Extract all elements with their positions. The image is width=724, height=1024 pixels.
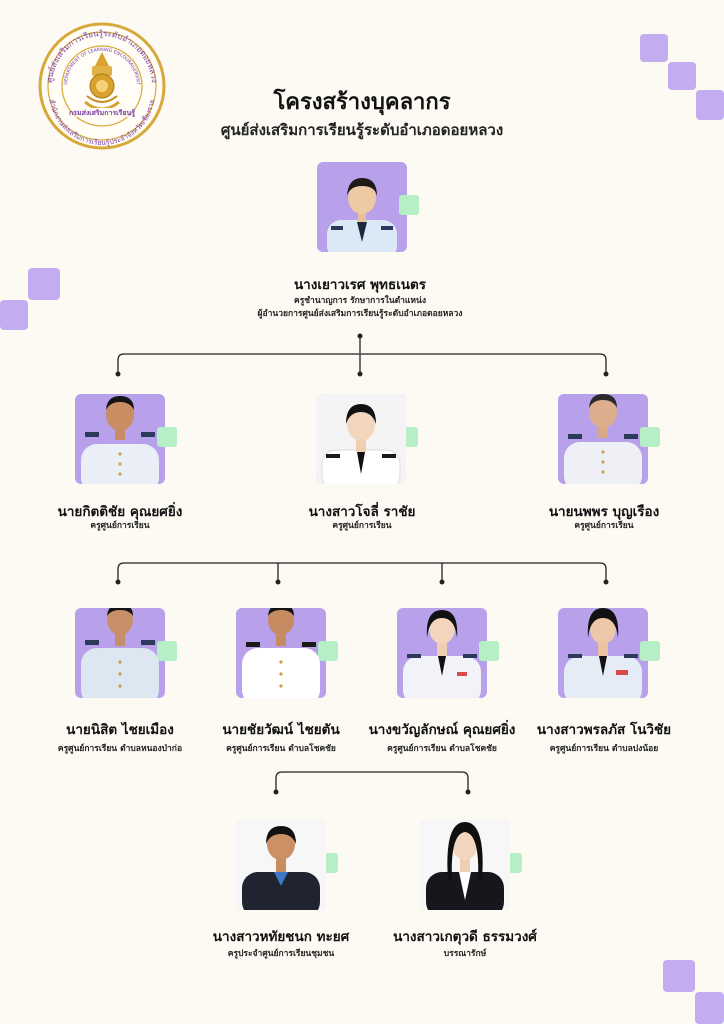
staff-photo bbox=[75, 608, 177, 700]
director-photo bbox=[317, 162, 419, 254]
director-role-line1: ครูชำนาญการ รักษาการในตำแหน่ง bbox=[294, 296, 426, 306]
staff-role: ครูศูนย์การเรียน ตำบลหนองป่าก่อ bbox=[57, 744, 183, 754]
staff-role: ครูศูนย์การเรียน ตำบลโชคชัย bbox=[387, 744, 497, 754]
staff-photo bbox=[236, 820, 338, 912]
staff-name: นายกิตติชัย คุณยศยิ่ง bbox=[57, 504, 183, 520]
staff-role: ครูศูนย์การเรียน ตำบลโชคชัย bbox=[226, 744, 336, 754]
staff-role: บรรณารักษ์ bbox=[443, 949, 487, 959]
person-photo-icon bbox=[564, 394, 642, 484]
staff-role: ครูศูนย์การเรียน bbox=[574, 521, 634, 531]
staff-name: นายนิสิต ไชยเมือง bbox=[66, 722, 174, 738]
seal-thai-text: กรมส่งเสริมการเรียนรู้ bbox=[69, 108, 135, 118]
staff-name: นางขวัญลักษณ์ คุณยศยิ่ง bbox=[368, 722, 516, 738]
staff-photo bbox=[316, 394, 418, 486]
photo-accent bbox=[399, 195, 419, 215]
staff-role: ครูศูนย์การเรียน bbox=[90, 521, 150, 531]
department-seal: ศูนย์ส่งเสริมการเรียนรู้ระดับอำเภอดอยหลว… bbox=[37, 22, 167, 150]
staff-photo bbox=[558, 394, 660, 486]
staff-name: นายชัยวัฒน์ ไชยตัน bbox=[222, 722, 340, 738]
person-photo-icon bbox=[316, 394, 406, 484]
staff-name: นายนพพร บุญเรือง bbox=[548, 504, 660, 520]
staff-name: นางสาวหทัยชนก ทะยศ bbox=[212, 929, 350, 945]
director-name: นางเยาวเรศ พุทธเนตร bbox=[293, 277, 427, 293]
staff-role: ครูศูนย์การเรียน ตำบลปงน้อย bbox=[549, 744, 659, 754]
staff-photo bbox=[397, 608, 499, 700]
person-photo-icon bbox=[327, 178, 397, 252]
staff-photo bbox=[558, 608, 660, 700]
person-photo-icon bbox=[81, 396, 159, 484]
person-photo-icon bbox=[420, 820, 510, 910]
staff-name: นางสาวโจลี่ ราชัย bbox=[308, 504, 416, 520]
staff-photo bbox=[420, 820, 522, 912]
person-photo-icon bbox=[242, 608, 320, 698]
page-subtitle: ศูนย์ส่งเสริมการเรียนรู้ระดับอำเภอดอยหลว… bbox=[220, 121, 504, 139]
page-title: โครงสร้างบุคลากร bbox=[273, 90, 451, 115]
staff-photo bbox=[236, 608, 338, 700]
staff-name: นางสาวพรลภัส โนวิชัย bbox=[536, 722, 672, 738]
person-photo-icon bbox=[403, 610, 481, 698]
staff-name: นางสาวเกตุวดี ธรรมวงศ์ bbox=[393, 929, 537, 945]
director-role-line2: ผู้อำนวยการศูนย์ส่งเสริมการเรียนรู้ระดับ… bbox=[257, 309, 463, 319]
staff-role: ครูประจำศูนย์การเรียนชุมชน bbox=[227, 949, 335, 959]
person-photo-icon bbox=[564, 608, 642, 698]
crown-emblem-icon bbox=[84, 52, 120, 111]
staff-photo bbox=[75, 394, 177, 486]
staff-role: ครูศูนย์การเรียน bbox=[332, 521, 392, 531]
person-photo-icon bbox=[236, 820, 326, 910]
person-photo-icon bbox=[81, 608, 159, 698]
